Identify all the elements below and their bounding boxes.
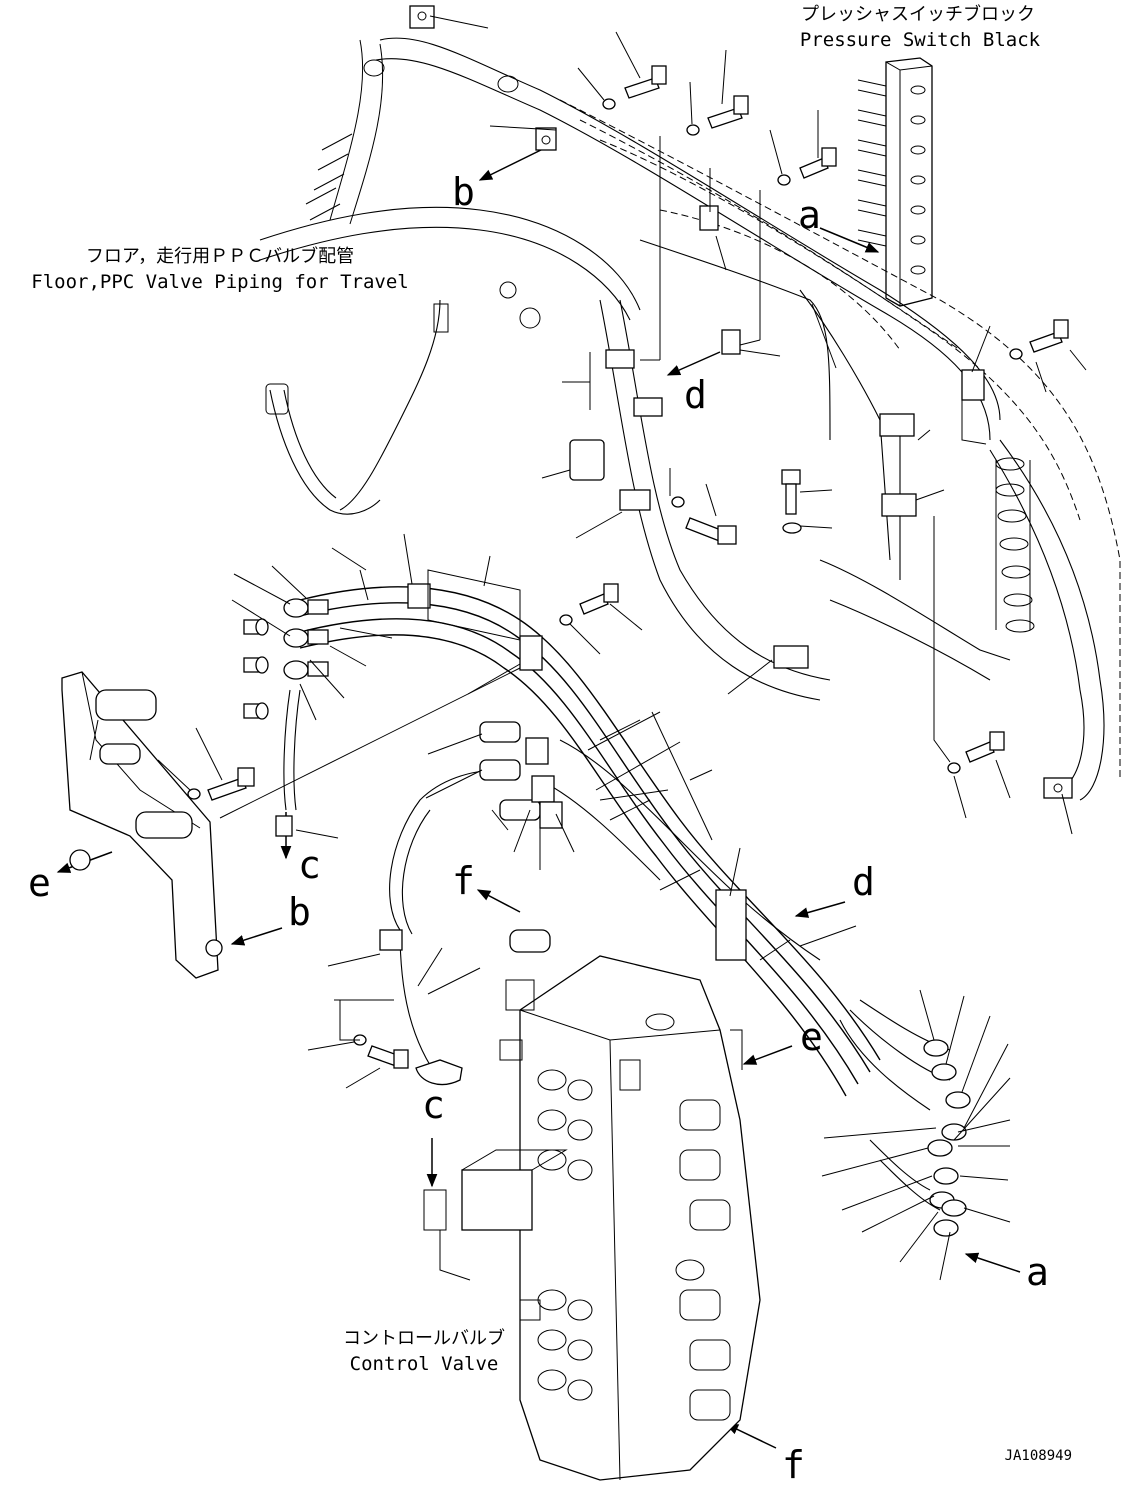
bracket-plate [61,671,255,979]
drawing-number: JA108949 [1005,1448,1072,1464]
callout-d-right: d [852,860,875,904]
callout-e-left: e [28,861,51,905]
callout-b-top: b [452,170,475,214]
upper-hose-routing [259,37,1121,801]
right-fitting-cluster [995,457,1035,633]
floor-ppc-label-en: Floor,PPC Valve Piping for Travel [31,271,409,293]
callout-c-left: c [298,843,321,887]
pressure-switch-block [857,57,933,307]
floor-ppc-label-jp: フロア，走行用ＰＰＣバルブ配管 [86,245,354,267]
pressure-switch-label-en: Pressure Switch Black [800,29,1041,51]
callout-f-mid: f [452,859,475,903]
callout-b-left: b [288,890,311,934]
leader-lines [89,15,1087,1281]
callout-e-right: e [800,1015,823,1059]
pressure-switch-label-jp: プレッシャスイッチブロック [801,3,1035,25]
mid-harness [283,586,881,1097]
control-valve-label-en: Control Valve [350,1353,499,1375]
right-lower-fittings [839,999,971,1237]
control-valve-label-jp: コントロールバルブ [343,1327,505,1349]
callout-a-right: a [1026,1250,1049,1294]
upper-bolts [559,65,1069,774]
callout-arrows [56,147,1021,1449]
callout-f-bottom: f [782,1443,805,1487]
callout-d-top: d [684,373,707,417]
left-fitting-cluster [243,598,329,837]
control-valve [423,955,761,1481]
callout-a-top: a [798,193,821,237]
callout-c-lower: c [422,1083,445,1127]
upper-clamps [409,5,1073,799]
upper-left-fittings [265,39,541,415]
mid-clamps [359,569,791,961]
